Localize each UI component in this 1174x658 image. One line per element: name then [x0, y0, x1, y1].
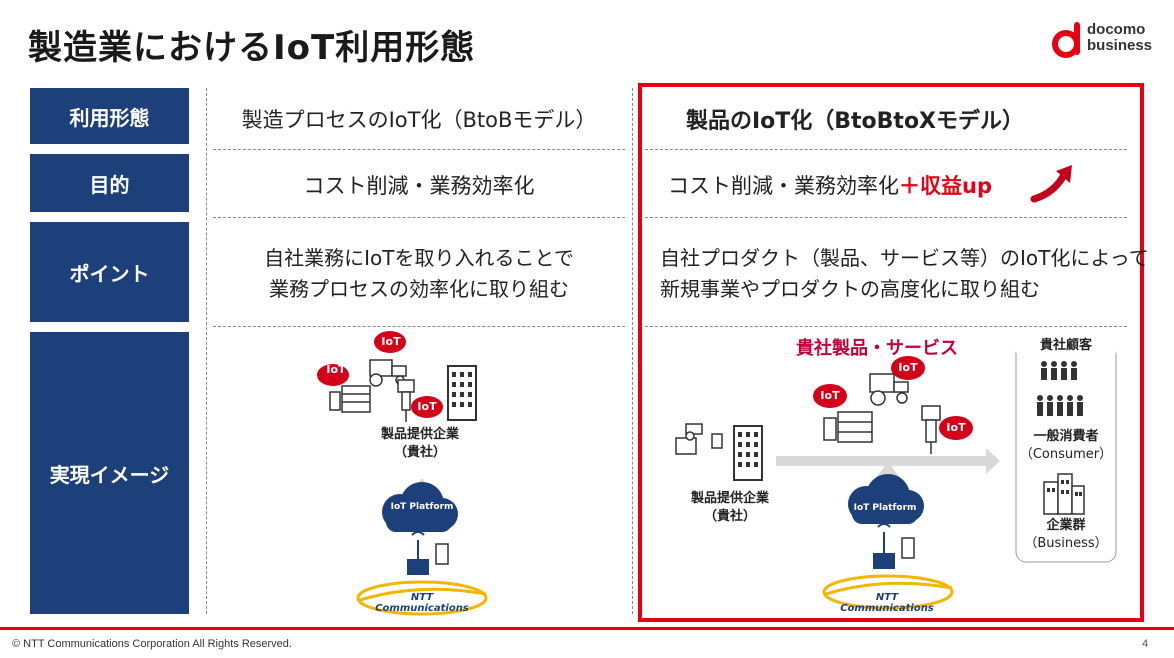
device-icon	[901, 537, 915, 559]
left-point-line2: 業務プロセスの効率化に取り組む	[269, 277, 569, 301]
people-icon	[1037, 361, 1083, 416]
business-en: （Business）	[1024, 536, 1108, 551]
left-point-line1: 自社業務にIoTを取り入れることで	[264, 246, 574, 270]
iot-badge-label: IoT	[381, 335, 401, 348]
row-divider	[213, 326, 625, 327]
right-purpose-text: コスト削減・業務効率化	[668, 174, 899, 198]
jackhammer-icon	[397, 379, 415, 422]
left-illustration	[317, 331, 488, 616]
left-company-line1: 製品提供企業	[380, 427, 459, 442]
antenna-icon	[873, 517, 895, 569]
docomo-d-icon	[1052, 22, 1080, 58]
right-point-line2: 新規事業やプロダクトの高度化に取り組む	[660, 277, 1040, 301]
left-ntt-label: NTT Communications	[375, 592, 469, 614]
row-divider	[645, 217, 1127, 218]
consumer-label: 一般消費者 （Consumer）	[1016, 428, 1116, 464]
iot-badge	[891, 356, 925, 380]
right-platform-label: IoT Platform	[853, 503, 917, 513]
right-mode: 製品のIoT化（BtoBtoXモデル）	[685, 109, 1025, 134]
jackhammer-icon	[921, 405, 941, 454]
right-point: 自社プロダクト（製品、サービス等）のIoT化によって 新規事業やプロダクトの高度…	[660, 243, 1149, 305]
iot-badge-label: IoT	[417, 400, 437, 413]
device-icon	[435, 543, 449, 565]
building-icon	[447, 365, 477, 421]
product-service-title: 貴社製品・サービス	[796, 338, 958, 359]
column-divider	[206, 88, 207, 614]
row-divider	[213, 217, 625, 218]
arrow-right-icon	[776, 448, 1000, 474]
row-label-image: 実現イメージ	[30, 332, 189, 614]
iot-badge-label: IoT	[946, 421, 966, 434]
ntt-logo	[822, 574, 954, 610]
iot-badge	[317, 364, 349, 386]
left-company-line2: （貴社）	[393, 445, 446, 460]
business-jp: 企業群	[1046, 518, 1086, 533]
right-purpose: コスト削減・業務効率化＋収益up	[668, 170, 992, 200]
logo-line2: business	[1087, 37, 1153, 54]
left-purpose: コスト削減・業務効率化	[303, 174, 535, 198]
iot-badge	[939, 416, 973, 440]
left-point: 自社業務にIoTを取り入れることで 業務プロセスの効率化に取り組む	[213, 243, 625, 305]
small-machines-icon	[675, 423, 723, 455]
antenna-icon	[407, 525, 429, 575]
row-divider	[645, 326, 1127, 327]
ntt-logo	[356, 580, 488, 616]
machine-icon	[329, 385, 371, 413]
right-company-line1: 製品提供企業	[690, 491, 769, 506]
tractor-icon	[869, 373, 909, 406]
page-title: 製造業におけるIoT利用形態	[28, 28, 476, 68]
docomo-business-logo: docomo business	[1052, 18, 1164, 62]
iot-badge-label: IoT	[820, 389, 840, 402]
row-label-purpose: 目的	[30, 154, 189, 212]
right-ntt-label: NTT Communications	[840, 592, 934, 614]
consumer-en: （Consumer）	[1019, 447, 1113, 462]
row-label-point: ポイント	[30, 222, 189, 322]
consumer-jp: 一般消費者	[1033, 429, 1099, 444]
iot-badge-label: IoT	[898, 361, 918, 374]
cloud-icon	[848, 474, 924, 524]
cloud-icon	[382, 482, 458, 532]
machine-icon	[823, 411, 873, 443]
business-label: 企業群 （Business）	[1016, 517, 1116, 553]
left-mode: 製造プロセスのIoT化（BtoBモデル）	[241, 108, 597, 132]
iot-badge	[411, 396, 443, 418]
customer-box-title: 貴社顧客	[1016, 334, 1116, 353]
footer-divider	[0, 627, 1174, 630]
iot-badge	[374, 331, 406, 353]
copyright: © NTT Communications Corporation All Rig…	[12, 638, 292, 650]
up-arrow-icon	[1030, 165, 1072, 203]
right-point-line1: 自社プロダクト（製品、サービス等）のIoT化によって	[660, 246, 1149, 270]
right-illustration	[675, 343, 1117, 610]
page-number: 4	[1142, 638, 1149, 650]
building-icon	[733, 425, 763, 481]
row-divider	[213, 149, 625, 150]
right-purpose-plus: ＋収益up	[899, 174, 992, 198]
iot-badge	[813, 384, 847, 408]
logo-line1: docomo	[1087, 21, 1146, 38]
buildings-icon	[1043, 473, 1085, 515]
iot-badge-label: IoT	[326, 363, 346, 376]
row-label-mode: 利用形態	[30, 88, 189, 144]
highlight-box	[638, 83, 1144, 622]
row-divider	[645, 149, 1127, 150]
left-company-label: 製品提供企業 （貴社）	[355, 426, 485, 462]
right-company-line2: （貴社）	[703, 509, 756, 524]
left-platform-label: IoT Platform	[390, 502, 454, 512]
column-divider	[632, 88, 633, 614]
right-company-label: 製品提供企業 （貴社）	[665, 490, 795, 526]
